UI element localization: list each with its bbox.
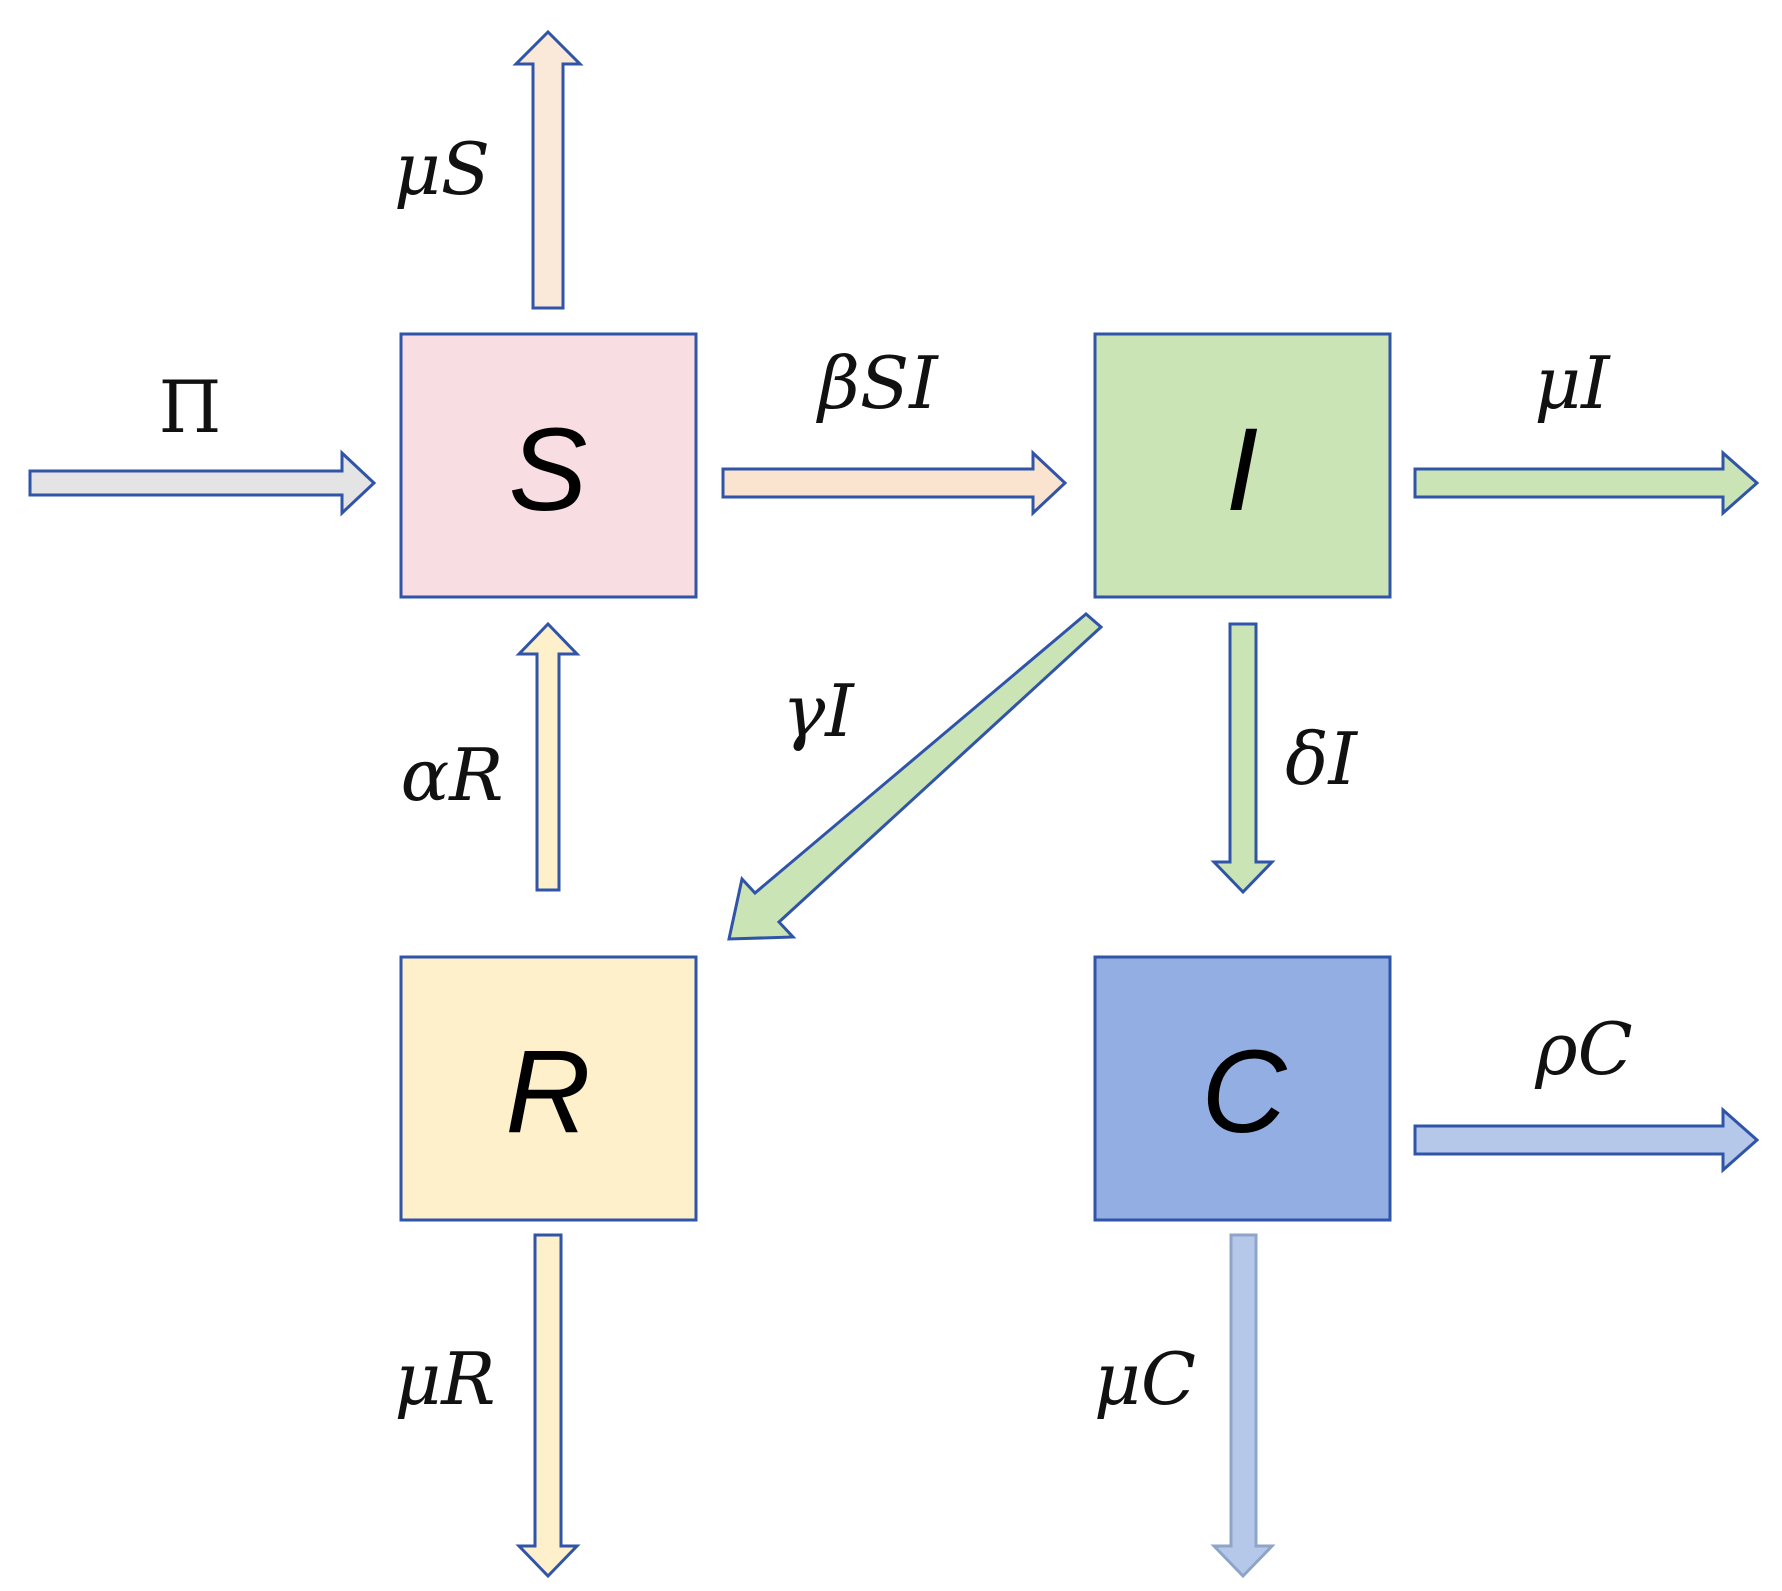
compartment-r-label: R xyxy=(505,1026,590,1158)
compartment-c-box xyxy=(1093,955,1392,1222)
infection-arrow xyxy=(721,449,1068,517)
to-carrier-rate-label: δI xyxy=(1285,717,1358,801)
compartment-s-box xyxy=(399,332,698,599)
death-s-rate-label: μS xyxy=(394,127,490,211)
death-c-arrow xyxy=(1210,1233,1276,1579)
compartment-i-label: I xyxy=(1226,404,1259,536)
compartment-c-label: C xyxy=(1201,1026,1287,1158)
carrier-exit-rate-label: ρC xyxy=(1534,1007,1632,1091)
carrier-exit-arrow xyxy=(1413,1106,1760,1174)
birth-rate-label: Π xyxy=(159,365,222,449)
death-r-arrow xyxy=(515,1233,581,1579)
death-i-rate-label: μI xyxy=(1534,341,1611,425)
compartment-r-box xyxy=(399,955,698,1222)
death-i-arrow xyxy=(1413,449,1760,517)
compartment-i-box xyxy=(1093,332,1392,599)
recovery-arrow xyxy=(727,612,1104,941)
recovery-rate-label: γI xyxy=(782,669,855,753)
infection-rate-label: βSI xyxy=(815,341,939,425)
death-c-rate-label: μC xyxy=(1094,1337,1196,1421)
birth-arrow xyxy=(28,449,377,517)
loss-immunity-arrow xyxy=(515,621,581,892)
loss-immunity-rate-label: αR xyxy=(401,733,504,817)
death-s-arrow xyxy=(512,29,584,310)
to-carrier-arrow xyxy=(1210,622,1276,895)
death-r-rate-label: μR xyxy=(394,1337,495,1421)
compartment-s-label: S xyxy=(509,404,588,536)
